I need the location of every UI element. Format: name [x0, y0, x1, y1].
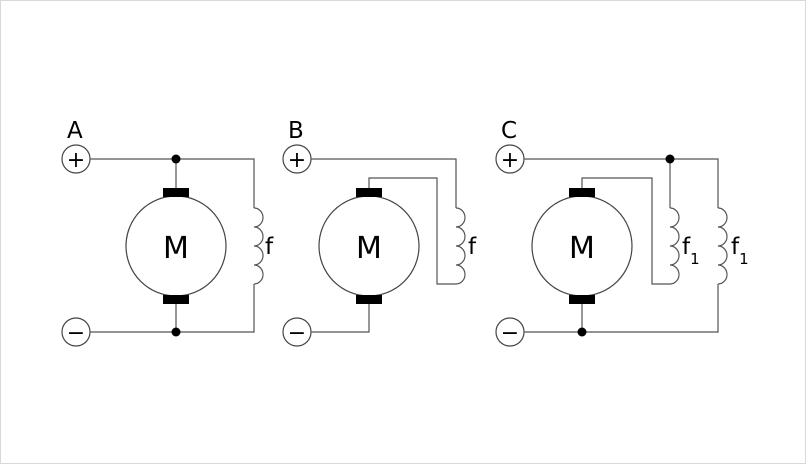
circuit-c-wires [524, 158, 719, 333]
circuit-c-shunt-field-coil: f1 [717, 207, 749, 285]
motor-label: M [163, 231, 189, 266]
circuit-b-plus-terminal: + [282, 144, 312, 174]
circuit-a-label: A [67, 118, 83, 144]
minus-sign: − [288, 321, 306, 346]
circuit-b-wires [311, 158, 457, 333]
circuit-c-label: C [501, 118, 517, 144]
junction-dot [665, 154, 675, 164]
plus-sign: + [501, 148, 519, 173]
brush-top [356, 188, 382, 197]
minus-sign: − [67, 321, 85, 346]
brush-bottom [569, 295, 595, 304]
circuit-b-motor: M [318, 188, 420, 304]
circuit-a-field-coil: f [253, 207, 274, 285]
field-subscript: 1 [690, 250, 700, 268]
circuit-c-plus-terminal: + [495, 144, 525, 174]
circuit-a-wires [90, 158, 255, 333]
motor-label: M [569, 231, 595, 266]
minus-sign: − [501, 321, 519, 346]
circuit-c-minus-terminal: − [495, 317, 525, 347]
brush-top [163, 188, 189, 197]
field-letter: f [731, 234, 740, 260]
motor-label: M [356, 231, 382, 266]
circuit-b-minus-terminal: − [282, 317, 312, 347]
field-letter: f [682, 234, 691, 260]
circuit-b: B + − M f [282, 118, 477, 347]
junction-dot [171, 327, 181, 337]
circuit-b-label: B [288, 118, 304, 144]
field-label: f1 [731, 234, 749, 268]
brush-bottom [356, 295, 382, 304]
circuit-c-series-field-coil: f1 [669, 207, 700, 285]
circuit-c: C + − M f1 f1 [495, 118, 749, 347]
brush-top [569, 188, 595, 197]
field-subscript: 1 [739, 250, 749, 268]
field-label: f [468, 234, 477, 260]
plus-sign: + [288, 148, 306, 173]
circuit-a-motor: M [125, 188, 227, 304]
circuit-b-field-coil: f [455, 207, 477, 285]
circuit-a-plus-terminal: + [61, 144, 91, 174]
junction-dot [577, 327, 587, 337]
junction-dot [171, 154, 181, 164]
circuit-c-motor: M [531, 188, 633, 304]
plus-sign: + [67, 148, 85, 173]
circuit-a-minus-terminal: − [61, 317, 91, 347]
brush-bottom [163, 295, 189, 304]
circuit-a: A + − M f [61, 118, 274, 347]
field-label: f [265, 234, 274, 260]
field-label: f1 [682, 234, 700, 268]
